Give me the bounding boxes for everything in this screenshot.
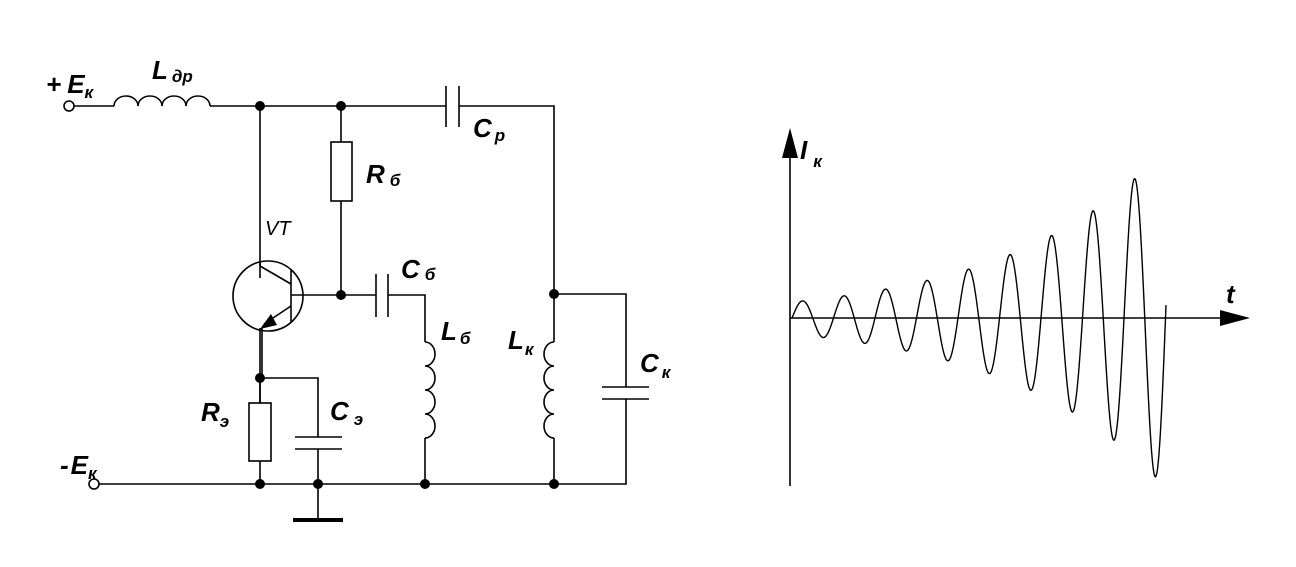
label-transistor: VT xyxy=(265,218,292,240)
wire-top-right xyxy=(459,105,555,294)
label-vminus: -Eк xyxy=(60,450,98,483)
x-axis-arrow xyxy=(1220,310,1250,326)
terminal-plus xyxy=(63,100,75,112)
emitter-resistor xyxy=(248,402,272,462)
transistor xyxy=(232,260,341,378)
tank-capacitor xyxy=(602,386,649,400)
base-inductor xyxy=(424,341,436,439)
label-vplus: +Eк xyxy=(46,69,95,102)
label-ind-tank: Lк xyxy=(508,325,535,359)
tank-inductor xyxy=(543,341,555,439)
circuit-schematic: +Eк -Eк Lдр Cр Rб VT Cб Lб Lк Cк Rэ xyxy=(46,55,672,522)
label-res-emitter: Rэ xyxy=(201,397,229,431)
y-axis-arrow xyxy=(782,128,798,158)
base-capacitor xyxy=(375,274,389,317)
wire-ck-top xyxy=(554,293,627,387)
wire-cb-right xyxy=(388,294,426,342)
oscillation-curve xyxy=(791,177,1167,478)
label-x-axis: t xyxy=(1226,279,1236,309)
choke-inductor xyxy=(113,95,211,107)
base-resistor xyxy=(330,141,353,202)
wire-ck-bottom xyxy=(554,399,627,485)
coupling-capacitor xyxy=(445,86,460,127)
wire-ce-top xyxy=(260,377,319,437)
emitter-capacitor xyxy=(295,436,342,450)
junction-dots xyxy=(255,101,559,489)
